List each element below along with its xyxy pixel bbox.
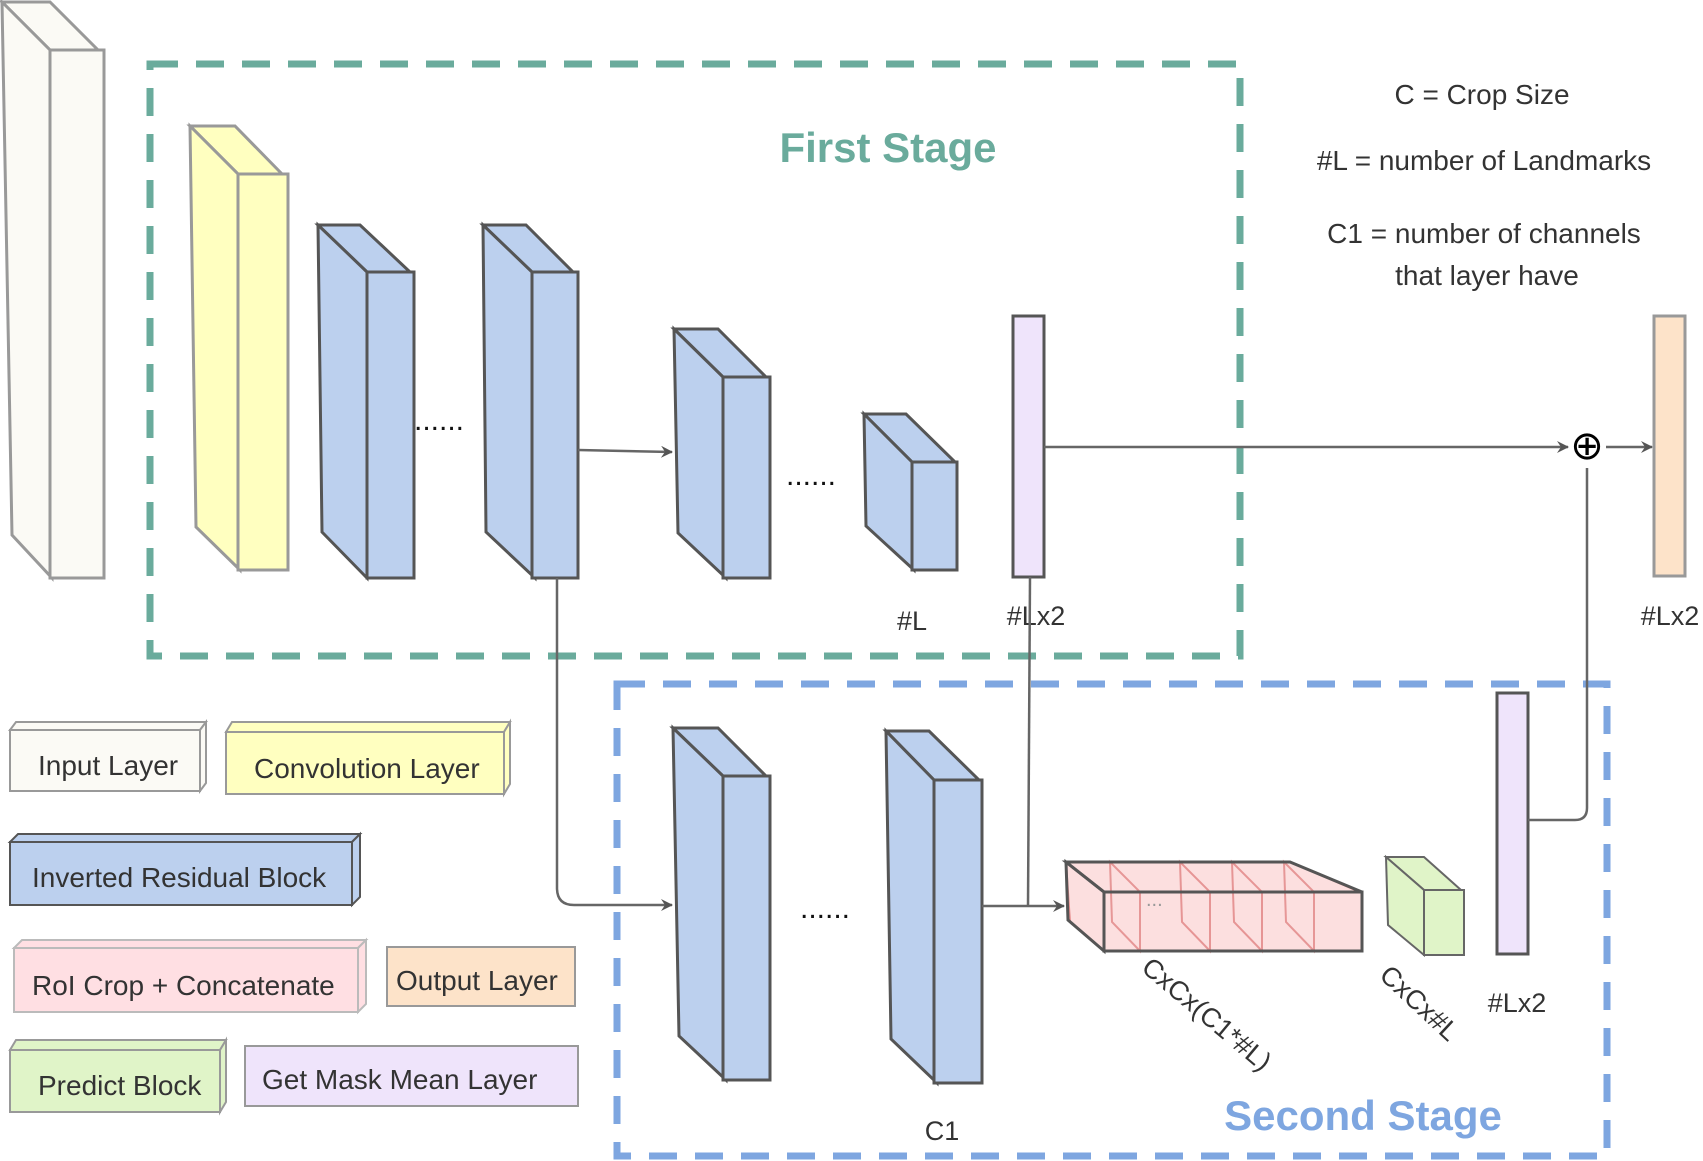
roi-crop-dots: ... (1146, 889, 1163, 911)
irb-block-5 (669, 724, 772, 1084)
irb-block-4 (860, 410, 959, 574)
first-Lx2-label: #Lx2 (1007, 601, 1066, 631)
convolution-layer-block (186, 122, 290, 574)
first-stage-box (146, 60, 1244, 660)
svg-text:Inverted Residual Block: Inverted Residual Block (32, 862, 327, 893)
first-stage-title: First Stage (779, 124, 996, 171)
ellipsis-2: ...... (786, 459, 836, 492)
irb-block-3 (670, 325, 772, 582)
second-Lx2-label: #Lx2 (1488, 988, 1547, 1018)
sum-symbol: ⊕ (1570, 423, 1604, 469)
note-channels: C1 = number of channels (1327, 218, 1641, 249)
output-layer-block (1652, 314, 1687, 578)
svg-text:Input Layer: Input Layer (38, 750, 178, 781)
c1-label: C1 (925, 1116, 960, 1146)
irb-block-1 (314, 221, 416, 582)
roi-crop-block: ... (1061, 858, 1364, 955)
svg-text:Output Layer: Output Layer (396, 965, 558, 996)
note-landmarks: #L = number of Landmarks (1317, 145, 1651, 176)
svg-text:RoI Crop + Concatenate: RoI Crop + Concatenate (32, 970, 335, 1001)
connectors (555, 441, 1653, 912)
first-L-label: #L (897, 606, 927, 636)
irb-block-2 (479, 221, 580, 582)
note-crop-size: C = Crop Size (1394, 79, 1569, 110)
legend-item-input: Input Layer (8, 719, 208, 794)
second-stage-title: Second Stage (1224, 1092, 1502, 1139)
legend-item-output: Output Layer (386, 946, 576, 1007)
legend-item-convolution: Convolution Layer (224, 718, 512, 798)
svg-text:Predict Block: Predict Block (38, 1070, 202, 1101)
legend: Input Layer Convolution Layer Inverted R… (7, 718, 579, 1116)
second-stage-box (613, 680, 1611, 1160)
predict-block (1383, 854, 1465, 958)
input-layer-block (0, 0, 106, 582)
mask-mean-block-second (1495, 691, 1530, 956)
svg-text:Get Mask Mean Layer: Get Mask Mean Layer (262, 1064, 537, 1095)
output-Lx2-label: #Lx2 (1641, 601, 1700, 631)
legend-item-predict: Predict Block (8, 1036, 228, 1116)
svg-text:Convolution Layer: Convolution Layer (254, 753, 480, 784)
crop-dims-label: CxCx(C1*#L) (1136, 952, 1277, 1077)
mask-mean-block-first (1011, 314, 1046, 579)
ellipsis-3: ...... (800, 892, 850, 925)
legend-item-roi-crop: RoI Crop + Concatenate (11, 937, 369, 1015)
irb-block-6 (882, 727, 984, 1087)
ellipsis-1: ...... (414, 404, 464, 437)
predict-dims-label: CxCx#L (1374, 959, 1465, 1046)
legend-item-mask-mean: Get Mask Mean Layer (244, 1045, 579, 1107)
legend-item-irb: Inverted Residual Block (7, 831, 363, 908)
note-channels-2: that layer have (1395, 260, 1579, 291)
